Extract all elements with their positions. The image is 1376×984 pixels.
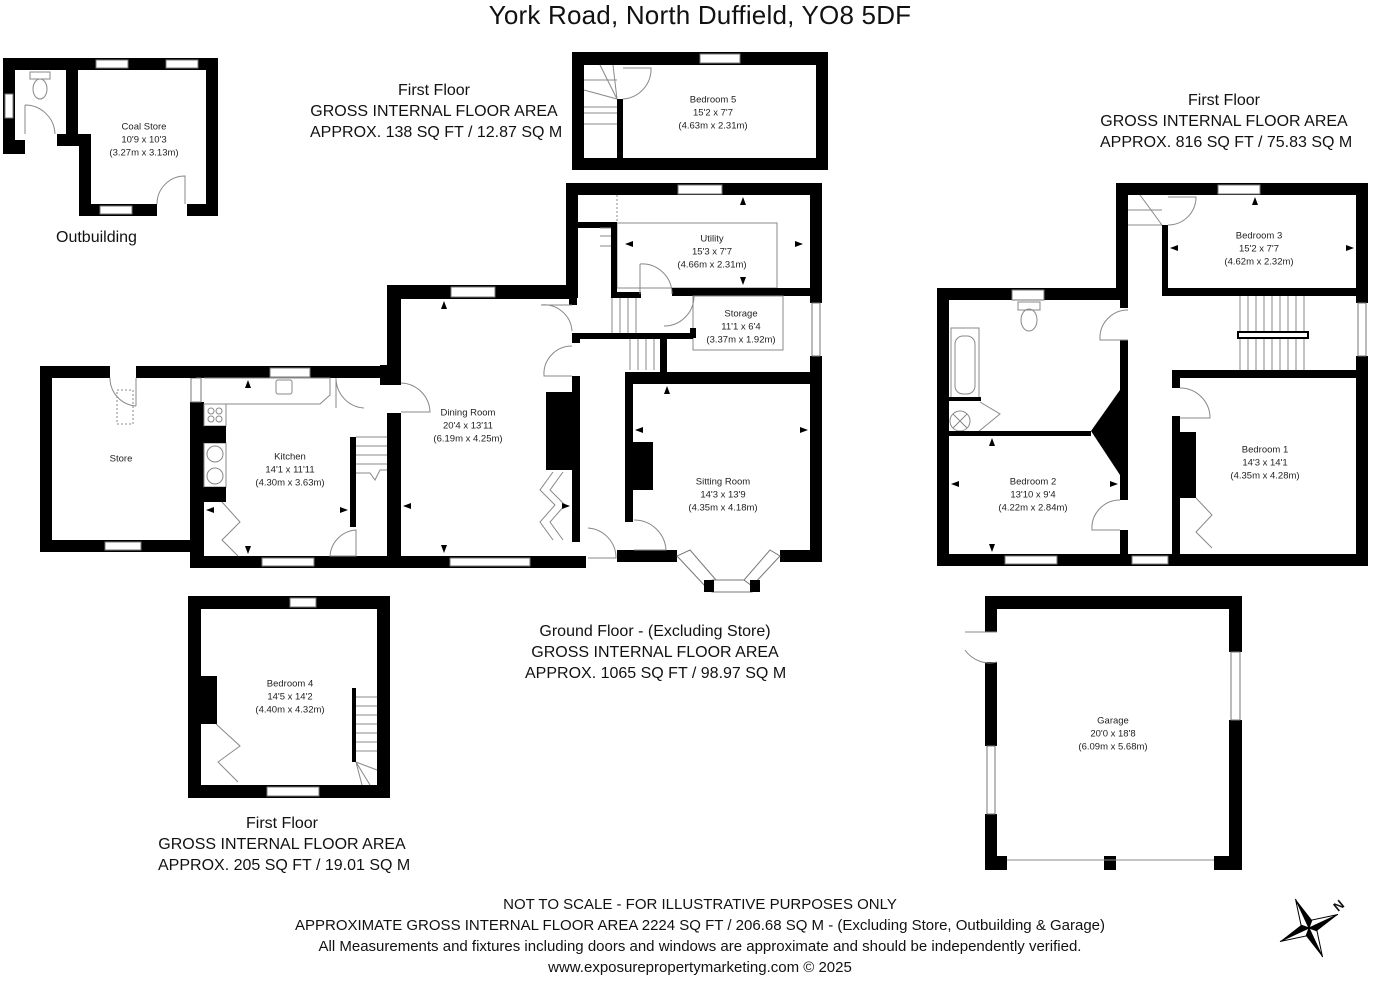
room-metric: (4.22m x 2.84m) xyxy=(998,502,1068,514)
area-value: APPROX. 816 SQ FT / 75.83 SQ M xyxy=(1100,134,1353,151)
outbuilding-plan xyxy=(3,58,218,216)
room-name: Bedroom 4 xyxy=(266,678,314,690)
room-imperial: 15'2 x 7'7 xyxy=(1238,243,1280,255)
room-name: Dining Room xyxy=(440,407,496,419)
area-heading: GROSS INTERNAL FLOOR AREA xyxy=(531,644,779,661)
room-name: Storage xyxy=(724,308,758,320)
room-label-bedroom2: Bedroom 2 13'10 x 9'4 (4.22m x 2.84m) xyxy=(998,476,1067,515)
room-metric: (4.66m x 2.31m) xyxy=(677,259,747,271)
room-label-storage: Storage 11'1 x 6'4 (3.37m x 1.92m) xyxy=(706,308,775,347)
room-label-garage: Garage 20'0 x 18'8 (6.09m x 5.68m) xyxy=(1078,715,1147,754)
room-label-store: Store xyxy=(110,453,133,466)
room-metric: (4.30m x 3.63m) xyxy=(255,477,325,489)
room-label-coal-store: Coal Store 10'9 x 10'3 (3.27m x 3.13m) xyxy=(109,121,178,160)
first-floor-small-area: First Floor GROSS INTERNAL FLOOR AREA AP… xyxy=(310,80,563,143)
room-imperial: 11'1 x 6'4 xyxy=(721,321,761,333)
garage-plan xyxy=(964,596,1242,870)
area-heading: GROSS INTERNAL FLOOR AREA xyxy=(1100,113,1348,130)
area-floor-name: Ground Floor - (Excluding Store) xyxy=(539,623,771,640)
room-name: Bedroom 1 xyxy=(1241,444,1289,456)
first-floor-main-plan xyxy=(937,183,1368,566)
bedroom5-plan xyxy=(572,52,828,170)
room-name: Bedroom 3 xyxy=(1235,230,1283,242)
ground-floor-area: Ground Floor - (Excluding Store) GROSS I… xyxy=(525,621,787,684)
room-imperial: 15'3 x 7'7 xyxy=(691,246,733,258)
first-floor-main-area: First Floor GROSS INTERNAL FLOOR AREA AP… xyxy=(1100,90,1353,153)
room-metric: (6.19m x 4.25m) xyxy=(433,433,503,445)
room-label-bedroom5: Bedroom 5 15'2 x 7'7 (4.63m x 2.31m) xyxy=(678,94,747,133)
outbuilding-caption: Outbuilding xyxy=(56,229,137,246)
room-imperial: 14'3 x 13'9 xyxy=(700,489,746,501)
first-floor-bed4-area: First Floor GROSS INTERNAL FLOOR AREA AP… xyxy=(158,813,411,876)
area-heading: GROSS INTERNAL FLOOR AREA xyxy=(310,103,558,120)
area-floor-name: First Floor xyxy=(398,82,470,99)
room-imperial: 14'3 x 14'1 xyxy=(1242,457,1288,469)
room-label-dining-room: Dining Room 20'4 x 13'11 (6.19m x 4.25m) xyxy=(433,407,502,446)
room-name: Kitchen xyxy=(274,451,306,463)
room-imperial: 13'10 x 9'4 xyxy=(1010,489,1056,501)
room-name: Coal Store xyxy=(121,121,167,133)
room-metric: (3.27m x 3.13m) xyxy=(109,147,179,159)
room-imperial: 14'5 x 14'2 xyxy=(267,691,313,703)
room-metric: (4.35m x 4.28m) xyxy=(1230,470,1300,482)
page-title: York Road, North Duffield, YO8 5DF xyxy=(488,0,912,30)
room-name: Garage xyxy=(1097,715,1129,727)
dimension-arrows xyxy=(206,197,1354,554)
footer-measurement-note: All Measurements and fixtures including … xyxy=(318,938,1082,955)
footer-website: www.exposurepropertymarketing.com © 2025 xyxy=(548,959,852,976)
room-metric: (4.35m x 4.18m) xyxy=(688,502,758,514)
ground-floor-plan xyxy=(40,183,822,593)
footer-total-area: APPROXIMATE GROSS INTERNAL FLOOR AREA 22… xyxy=(294,917,1106,934)
room-label-utility: Utility 15'3 x 7'7 (4.66m x 2.31m) xyxy=(677,233,746,272)
area-floor-name: First Floor xyxy=(246,815,318,832)
room-label-bedroom1: Bedroom 1 14'3 x 14'1 (4.35m x 4.28m) xyxy=(1230,444,1299,483)
area-value: APPROX. 1065 SQ FT / 98.97 SQ M xyxy=(525,665,787,682)
room-metric: (4.63m x 2.31m) xyxy=(678,120,748,132)
footer-scale-note: NOT TO SCALE - FOR ILLUSTRATIVE PURPOSES… xyxy=(503,896,897,913)
room-metric: (3.37m x 1.92m) xyxy=(706,334,776,346)
room-imperial: 14'1 x 11'11 xyxy=(265,464,315,476)
room-name: Bedroom 2 xyxy=(1009,476,1057,488)
area-value: APPROX. 138 SQ FT / 12.87 SQ M xyxy=(310,124,563,141)
room-label-bedroom3: Bedroom 3 15'2 x 7'7 (4.62m x 2.32m) xyxy=(1224,230,1293,269)
area-floor-name: First Floor xyxy=(1188,92,1260,109)
room-metric: (6.09m x 5.68m) xyxy=(1078,741,1148,753)
area-value: APPROX. 205 SQ FT / 19.01 SQ M xyxy=(158,857,411,874)
room-name: Utility xyxy=(700,233,724,245)
room-metric: (4.62m x 2.32m) xyxy=(1224,256,1294,268)
room-label-bedroom4: Bedroom 4 14'5 x 14'2 (4.40m x 4.32m) xyxy=(255,678,324,717)
footer-disclaimer: NOT TO SCALE - FOR ILLUSTRATIVE PURPOSES… xyxy=(0,894,1376,978)
compass-rose-icon xyxy=(1279,898,1339,958)
room-name: Store xyxy=(109,453,133,465)
area-heading: GROSS INTERNAL FLOOR AREA xyxy=(158,836,406,853)
room-metric: (4.40m x 4.32m) xyxy=(255,704,325,716)
room-imperial: 20'0 x 18'8 xyxy=(1090,728,1136,740)
room-name: Sitting Room xyxy=(695,476,751,488)
room-name: Bedroom 5 xyxy=(689,94,737,106)
room-label-kitchen: Kitchen 14'1 x 11'11 (4.30m x 3.63m) xyxy=(255,451,324,490)
room-imperial: 15'2 x 7'7 xyxy=(692,107,734,119)
bedroom4-plan xyxy=(188,596,390,798)
room-label-sitting-room: Sitting Room 14'3 x 13'9 (4.35m x 4.18m) xyxy=(688,476,757,515)
room-imperial: 20'4 x 13'11 xyxy=(443,420,493,432)
room-imperial: 10'9 x 10'3 xyxy=(121,134,167,146)
